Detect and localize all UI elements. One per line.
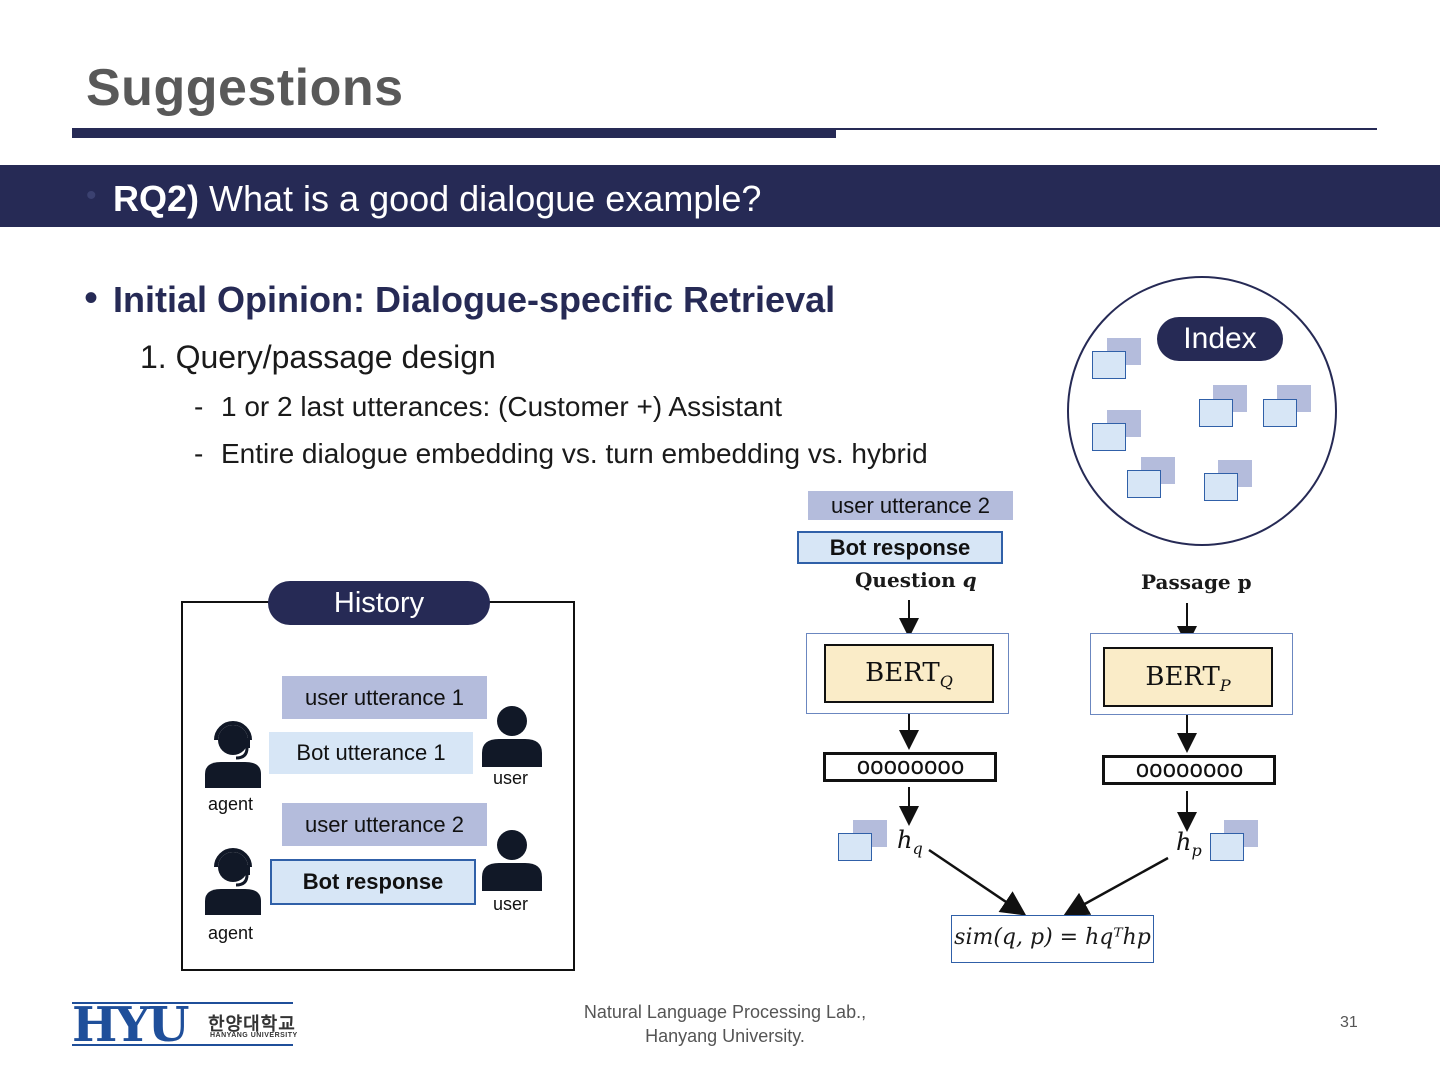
user-label: user [493,768,529,788]
title-rule-thick [72,128,836,138]
hq-subscript: q [912,838,923,858]
page-number: 31 [1340,1014,1358,1031]
bert-p-subscript: P [1219,676,1231,696]
title-rule-thin [836,128,1377,130]
document-icon [1092,423,1126,451]
rq-banner: • RQ2) What is a good dialogue example? [0,165,1440,227]
dash-item: -Entire dialogue embedding vs. turn embe… [194,438,928,470]
logo-rule [72,1002,293,1004]
history-title: History [268,581,490,625]
h-symbol: h [897,826,913,854]
bert-q-label: BERTQ [824,644,994,703]
footer-line-1: Natural Language Processing Lab., [583,1002,867,1022]
hq-label: hq [897,826,923,858]
banner-bullet: • [86,179,97,212]
dash-item-text: 1 or 2 last utterances: (Customer +) Ass… [221,391,783,422]
index-label: Index [1157,317,1283,361]
logo-english-name: HANYANG UNIVERSITY [210,1032,298,1039]
query-bot-response: Bot response [797,531,1003,564]
dash-item: -1 or 2 last utterances: (Customer +) As… [194,391,782,423]
query-user-utterance: user utterance 2 [808,491,1013,520]
agent-headset-icon [205,721,261,788]
document-icon [838,833,872,861]
user-person-icon [482,706,542,767]
h-symbol: h [1176,828,1192,856]
bert-p-text: BERT [1145,662,1220,692]
document-icon [1199,399,1233,427]
bert-p-label: BERTP [1103,647,1273,707]
document-icon [1204,473,1238,501]
document-icon [1127,470,1161,498]
arrow-to-sim [1063,856,1169,916]
document-icon [1210,833,1244,861]
document-icon [1263,399,1297,427]
banner-question: What is a good dialogue example? [199,178,762,219]
agent-headset-icon [205,848,261,915]
document-icon [1092,351,1126,379]
logo-rule [72,1044,293,1046]
history-bot-response: Bot response [270,859,476,905]
passage-label: Passage p [1141,570,1252,594]
question-text: Question [855,568,956,592]
user-person-icon [482,830,542,891]
footer-affiliation: Natural Language Processing Lab., Hanyan… [520,1000,930,1048]
dash-mark: - [194,438,204,469]
agent-label: agent [208,794,254,814]
arrow-to-sim [928,848,1027,916]
subitem-query-design: 1. Query/passage design [140,339,496,375]
hp-label: hp [1176,828,1202,860]
section-heading: Initial Opinion: Dialogue-specific Retri… [113,279,836,320]
history-user-utterance-2: user utterance 2 [282,803,487,846]
agent-label: agent [208,923,254,943]
vector-p: oooooooo [1102,755,1276,785]
footer-line-2: Hanyang University. [645,1026,805,1046]
dash-mark: - [194,391,204,422]
bert-q-subscript: Q [939,672,953,692]
heading-bullet: • [84,276,99,320]
slide-title: Suggestions [86,59,404,117]
similarity-formula: sim(q, p) = hqᵀhp [951,915,1154,963]
logo-korean-name: 한양대학교 [208,1014,296,1034]
question-label: Question q [855,568,977,592]
hp-subscript: p [1191,840,1202,860]
banner-rq-label: RQ2) [113,178,200,219]
dash-item-text: Entire dialogue embedding vs. turn embed… [221,438,928,469]
history-bot-utterance-1: Bot utterance 1 [269,732,473,774]
history-user-utterance-1: user utterance 1 [282,676,487,719]
question-variable: q [962,568,977,592]
bert-q-text: BERT [865,658,940,688]
vector-q: oooooooo [823,752,997,782]
user-label: user [493,894,529,914]
banner-text: RQ2) What is a good dialogue example? [113,178,761,220]
hyu-logo: HYU [72,997,189,1053]
